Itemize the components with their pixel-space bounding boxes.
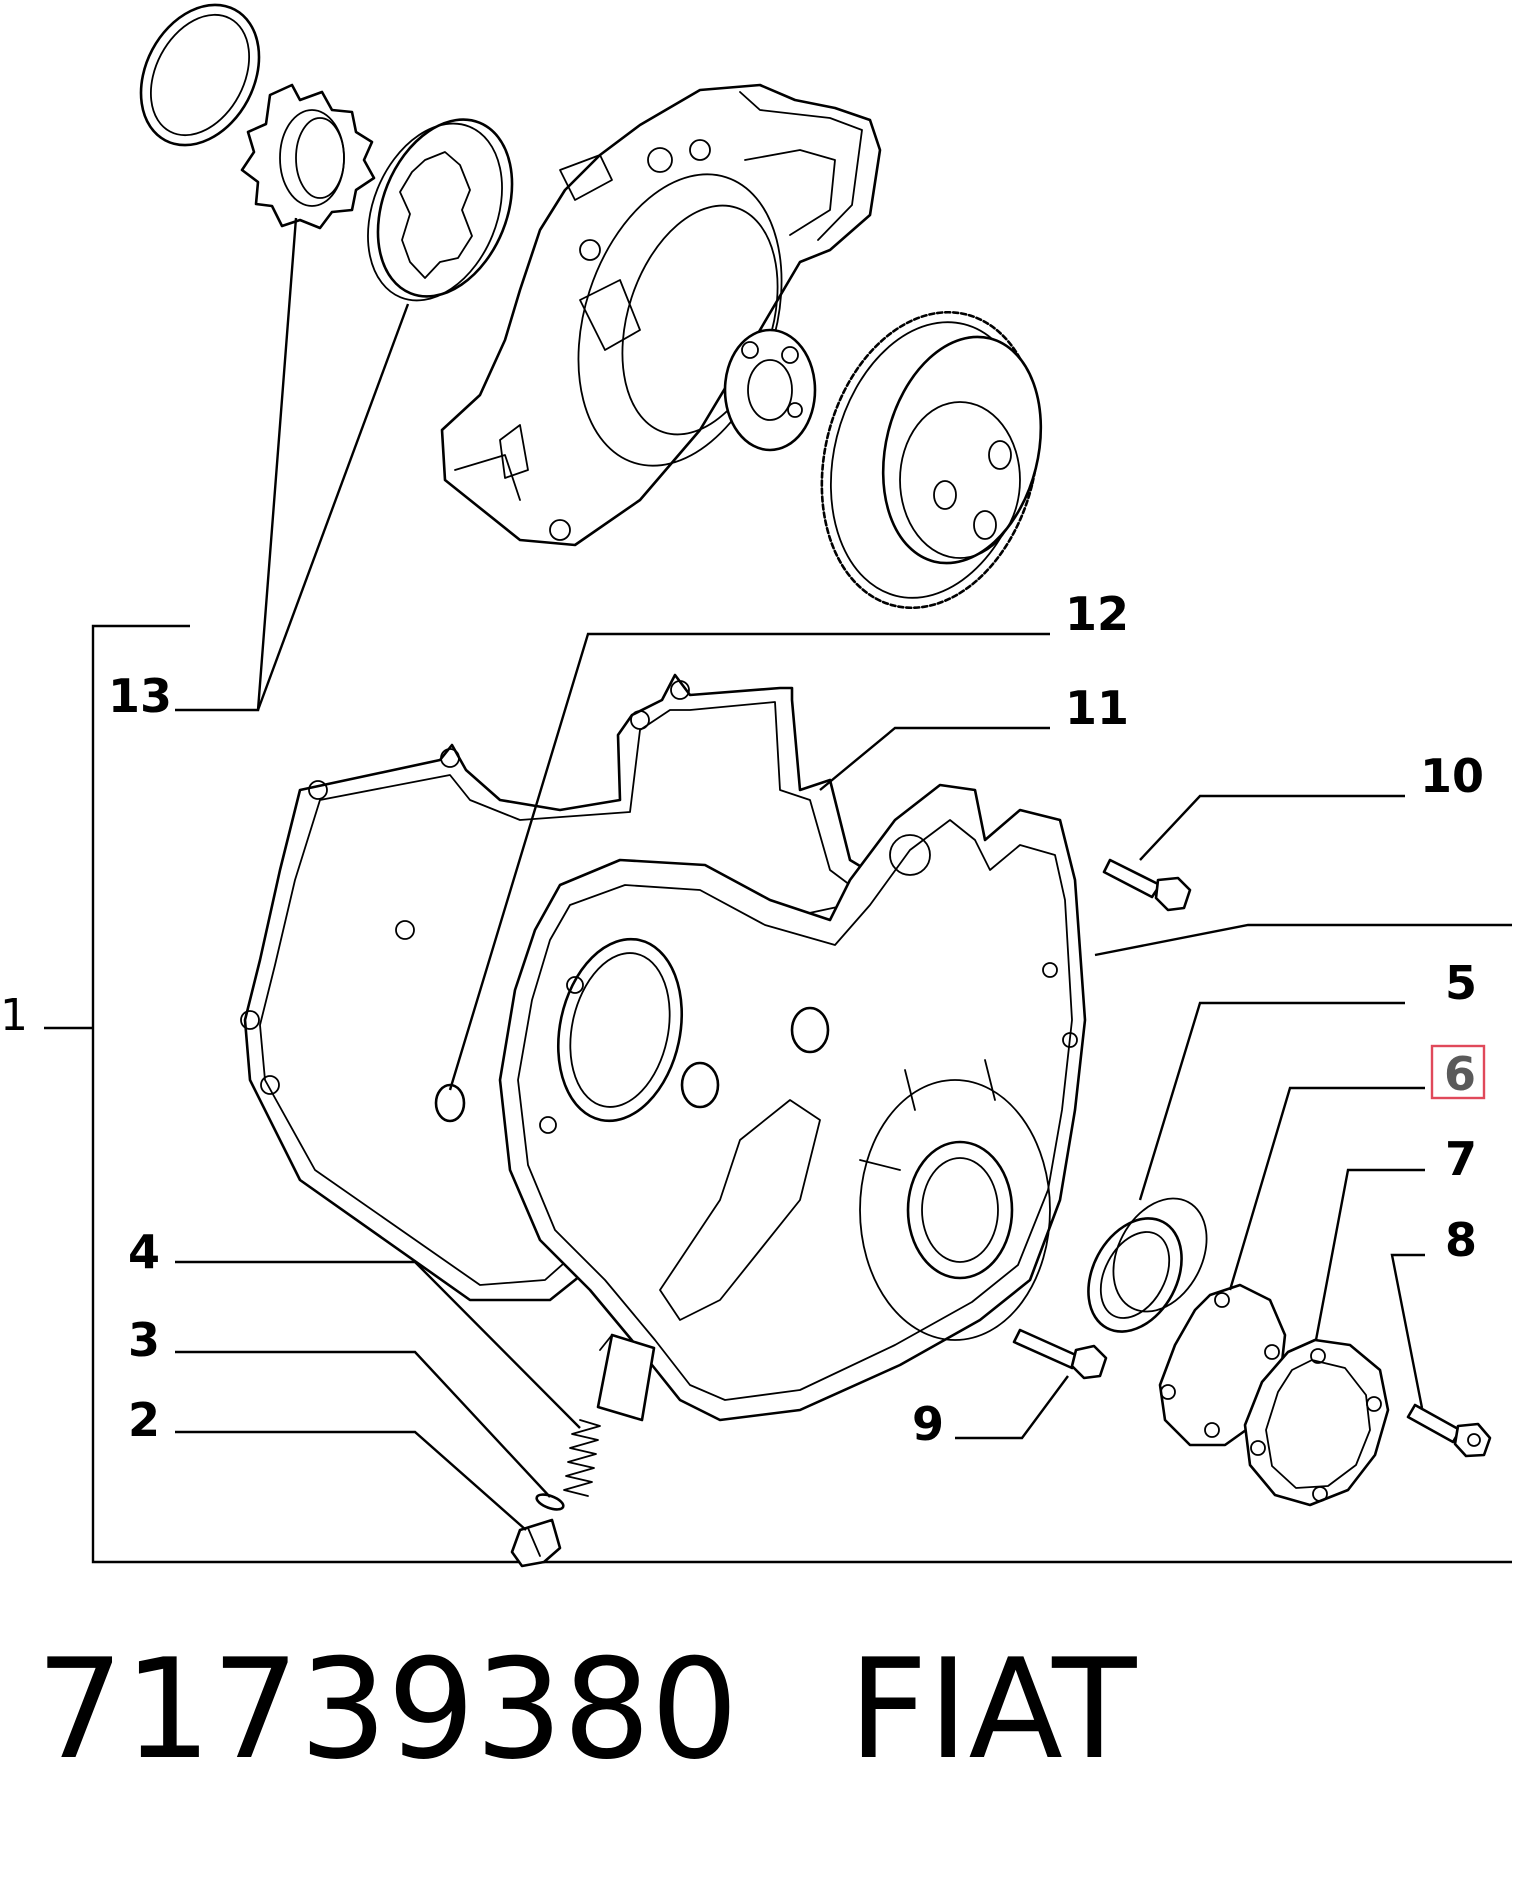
leader-lines [175,217,1425,1531]
callout-7: 7 [1445,1132,1477,1186]
brand-name: FIAT [848,1629,1137,1790]
front-cover [498,783,1087,1422]
callout-11: 11 [1065,681,1129,735]
callout-2: 2 [128,1393,160,1447]
callout-12: 12 [1065,587,1129,641]
callout-10: 10 [1420,749,1484,803]
drive-gear [820,310,1043,610]
screw-8 [1406,1403,1492,1458]
cover-plate [1243,1338,1390,1507]
oil-pump-body [440,83,882,547]
relief-valve-piston [596,1333,656,1422]
part-number: 71739380 [36,1629,739,1790]
outer-rotor-ring [367,118,514,302]
highlight-box [1430,1044,1486,1100]
callout-3: 3 [128,1313,160,1367]
dowel-pin [434,1083,466,1123]
callout-4: 4 [128,1225,160,1279]
group-label: 1 [0,990,28,1041]
relief-valve-spring [563,1419,601,1497]
callout-5: 5 [1445,956,1477,1010]
screw-10 [1102,858,1192,912]
inner-rotor-gear [240,83,376,230]
plug [510,1518,562,1568]
o-ring-seal [139,3,261,147]
washer [535,1493,565,1511]
callout-9: 9 [912,1397,944,1451]
oil-seal [1087,1197,1208,1333]
callout-6: 6 [1444,1047,1476,1101]
screw-9 [1012,1328,1108,1380]
part-caption: 71739380 FIAT [36,1625,1136,1795]
callout-8: 8 [1445,1213,1477,1267]
callout-13: 13 [108,669,172,723]
group-frame [44,624,1512,1564]
